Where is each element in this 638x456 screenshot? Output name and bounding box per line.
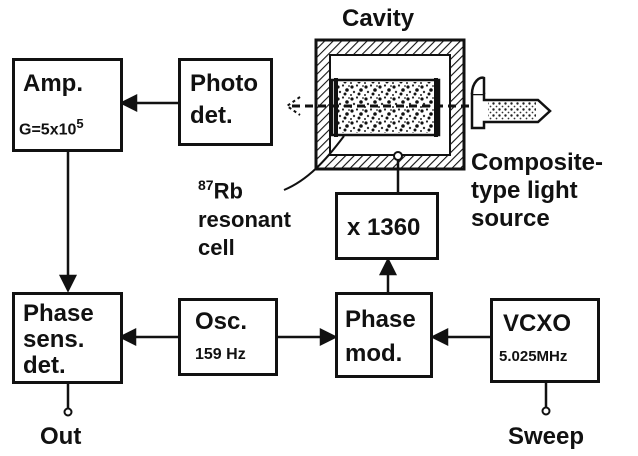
oscillator-frequency: 159 Hz [195,346,246,363]
light-source-label-line1: Composite- [471,149,603,176]
photodetector-label-line2: det. [190,102,233,129]
rb-cell-label-line3: cell [198,235,235,260]
amplifier-block: Amp. G=5x105 [12,58,123,152]
vcxo-block: VCXO 5.025MHz [490,298,600,383]
rb-cell-label-line1: 87Rb [198,177,243,204]
cavity-label: Cavity [342,5,415,32]
oscillator-block: Osc. 159 Hz [178,298,278,376]
phase-modulator-label-line1: Phase [345,306,416,333]
amplifier-label: Amp. [23,70,83,97]
psd-label-line1: Phase [23,300,94,327]
phase-sensitive-detector-block: Phase sens. det. [12,292,123,384]
photodetector-block: Photo det. [178,58,273,146]
rb-cell-leader [283,135,345,191]
light-source-label-line3: source [471,205,550,232]
phase-modulator-label-line2: mod. [345,340,403,367]
connections [58,93,551,417]
psd-label-line2: sens. [23,326,85,353]
amplifier-gain: G=5x105 [19,116,84,139]
light-source-label-line2: type light [471,177,578,204]
vcxo-label: VCXO [503,310,572,337]
frequency-multiplier-label: x 1360 [347,214,421,241]
frequency-multiplier-block: x 1360 [335,192,439,260]
rb-cell-label-line2: resonant [198,207,291,232]
phase-modulator-block: Phase mod. [335,292,433,378]
out-terminal-label: Out [40,423,82,450]
oscillator-label: Osc. [195,308,248,335]
vcxo-frequency: 5.025MHz [499,348,568,365]
light-beam [285,96,472,116]
photodetector-label-line1: Photo [190,70,258,97]
psd-label-line3: det. [23,352,66,379]
light-source-lamp [470,76,552,130]
sweep-terminal-label: Sweep [508,423,585,450]
